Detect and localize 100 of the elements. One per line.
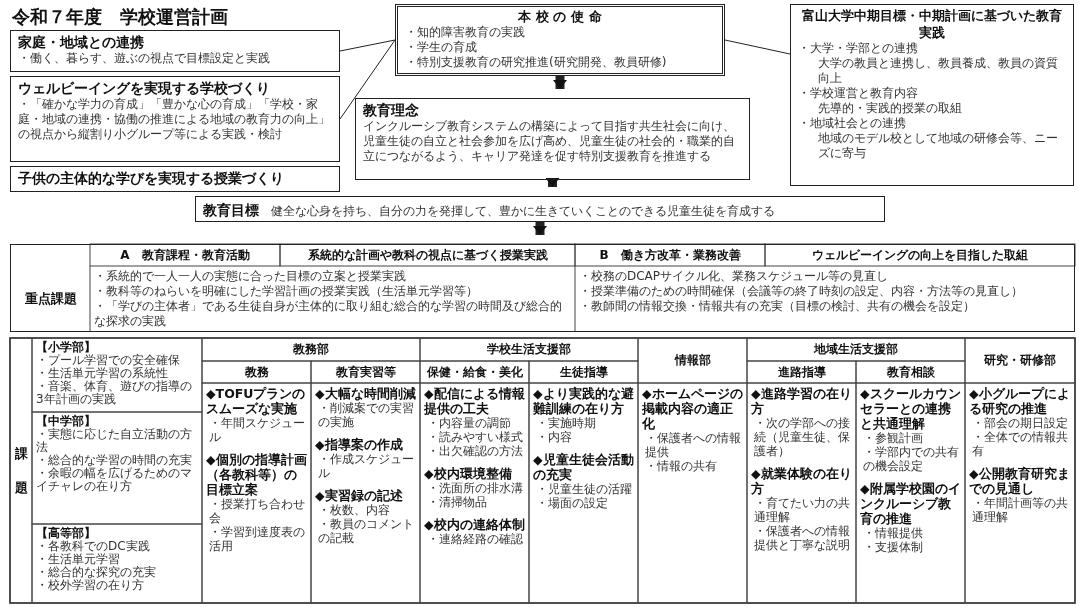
body-text: ・学生の育成	[405, 40, 478, 55]
text-box	[10, 76, 340, 162]
connector-line	[339, 39, 396, 52]
item-heading: ◆校内の連絡体制	[424, 517, 525, 532]
bullet-text: ・教科等のねらいを明確にした学習計画の授業実践（生活単元学習等）	[94, 284, 479, 299]
column-header: A 教育課程・教育活動	[120, 246, 250, 264]
bullet-text: ・授業準備のための時間確保（会議等の終了時刻の設定、内容・方法等の見直し）	[579, 284, 1024, 299]
bullet-text: ・学部内での共有の機会設定	[862, 445, 960, 473]
box-heading: 富山大学中期目標・中期計画に基づいた教育実践	[801, 7, 1063, 41]
bullet-text: ・授業打ち合わせ会	[208, 497, 306, 525]
box-heading: 教育理念	[363, 101, 420, 119]
bullet-text: ・生活単元学習の系統性	[36, 367, 169, 380]
item-heading: ◆児童生徒会活動の充実	[533, 452, 634, 482]
bullet-text: ・情報の共有	[644, 459, 718, 473]
box-heading: 家庭・地域との連携	[18, 33, 145, 51]
bullet-text: ・「学びの主体者」である生徒自身が主体的に取り組む総合的な学習の時間及び総合的な探求の実践	[94, 299, 563, 329]
item-heading: ◆進路学習の在り方	[751, 386, 852, 416]
bullet-text: ・枚数、内容	[317, 503, 391, 517]
bullet-text: ・部会の期日設定	[971, 416, 1069, 430]
bullet-text: ・各教科でのDC実践	[36, 540, 151, 553]
column-header: 研究・研修部	[984, 352, 1056, 369]
bullet-text: ・保護者への情報提供と丁寧な説明	[753, 524, 851, 552]
item-heading: ◆TOFUプランのスムーズな実施	[206, 386, 307, 416]
box-heading: ウェルビーイングを実現する学校づくり	[18, 79, 271, 97]
item-heading: ◆小グループによる研究の推進	[969, 386, 1071, 416]
group-heading: 【高等部】	[36, 527, 97, 540]
bullet-text: ・校務のDCAPサイクル化、業務スケジュール等の見直し	[579, 269, 890, 284]
bullet-text: ・削減案での実習の実施	[317, 401, 415, 429]
column-header: 教務部	[293, 341, 329, 358]
body-text: ・知的障害教育の実践	[405, 25, 526, 40]
column-header: 教育実習等	[335, 363, 396, 381]
bullet-text: ・教員のコメントの記載	[317, 517, 415, 545]
bullet-text: ・総合的な学習の時間の充実	[36, 454, 193, 467]
bullet-text: ・実態に応じた自立活動の方法	[36, 428, 193, 454]
bullet-text: ・支援体制	[862, 540, 924, 554]
bullet-text: ・次の学部への接続（児童生徒、保護者）	[753, 416, 851, 458]
column-header: 進路指導	[777, 363, 826, 381]
body-text: ・大学・学部との連携	[798, 41, 919, 56]
connector-line	[339, 39, 396, 120]
bullet-text: ・連絡経路の確認	[426, 532, 524, 546]
bullet-text: ・内容量の調節	[426, 416, 512, 430]
item-heading: ◆配信による情報提供の工夫	[424, 386, 525, 416]
body-text: 大学の教員と連携し、教員養成、教員の資質向上	[817, 56, 1059, 86]
bullet-text: ・余暇の幅を広げるためのマイチャレの在り方	[36, 467, 193, 493]
text-box	[10, 30, 340, 72]
bullet-text: ・出欠確認の方法	[426, 444, 524, 458]
column-header: B 働き方改革・業務改善	[599, 246, 741, 264]
table-panel	[10, 244, 1075, 332]
bullet-text: ・保護者への情報提供	[644, 431, 742, 459]
bullet-text: ・実施時期	[535, 416, 597, 430]
item-heading: ◆スクールカウンセラーとの連携と共通理解	[860, 386, 961, 431]
bullet-text: ・校外学習の在り方	[36, 579, 144, 592]
item-heading: ◆附属学校園のインクルーシブ教育の推進	[860, 481, 961, 526]
mission-box	[395, 4, 725, 76]
body-text: 先導的・実践的授業の取組	[817, 101, 963, 116]
text-box	[10, 166, 340, 192]
group-heading: 【小学部】	[36, 341, 97, 354]
bullet-text: ・読みやすい様式	[426, 430, 524, 444]
group-heading: 【中学部】	[36, 415, 97, 428]
item-heading: ◆大幅な時間削減	[315, 386, 416, 401]
body-text: ・「確かな学力の育成」「豊かな心の育成」「学校・家庭・地域の連携・協働の推進による地域の教育力の向上」の視点から縦割り小グループ等による実践・検討	[18, 97, 331, 142]
bullet-text: ・洗面所の排水溝	[426, 481, 524, 495]
body-text: ・地域社会との連携	[798, 116, 907, 131]
column-header: 情報部	[674, 352, 711, 369]
body-text: ・学校運営と教育内容	[798, 86, 919, 101]
bullet-text: ・学習到達度表の活用	[208, 525, 306, 553]
bullet-text: ・参観計画	[862, 431, 924, 445]
column-header: 地域生活支援部	[814, 341, 898, 358]
item-heading: ◆個別の指導計画（各教科等）の目標立案	[206, 452, 307, 497]
text-box	[790, 4, 1074, 186]
column-header: ウェルビーイングの向上を目指した取組	[812, 246, 1028, 264]
column-header: 系統的な計画や教科の視点に基づく授業実践	[307, 246, 548, 264]
bullet-text: ・教師間の情報交換・情報共有の充実（目標の検討、共有の機会を設定）	[579, 299, 976, 314]
page-title: 令和７年度 学校運営計画	[12, 5, 228, 29]
box-heading: 子供の主体的な学びを実現する授業づくり	[18, 169, 285, 187]
item-heading: ◆より実践的な避難訓練の在り方	[533, 386, 634, 416]
bullet-text: ・音楽、体育、遊びの指導の3年計画の実践	[36, 380, 193, 406]
bullet-text: ・生活単元学習	[36, 553, 120, 566]
column-header: 教育相談	[886, 363, 935, 381]
connector-line	[724, 39, 791, 55]
bullet-text: ・プール学習での安全確保	[36, 354, 181, 367]
bullet-text: ・場面の設定	[535, 496, 609, 510]
bullet-text: ・総合的な探究の充実	[36, 566, 157, 579]
arrow	[553, 76, 567, 89]
bullet-text: ・内容	[535, 430, 573, 444]
item-heading: ◆指導案の作成	[315, 437, 404, 452]
bullet-text: ・作成スケジュール	[317, 452, 415, 480]
item-heading: ◆公開教育研究までの見通し	[969, 466, 1071, 496]
arrow	[533, 222, 547, 235]
bullet-text: ・児童生徒の活躍	[535, 482, 633, 496]
item-heading: ◆就業体験の在り方	[751, 466, 852, 496]
column-header: 生徒指導	[559, 363, 608, 381]
item-heading: ◆ホームページの掲載内容の適正化	[642, 386, 743, 431]
text-box	[355, 98, 750, 180]
column-header: 教務	[244, 363, 269, 381]
bullet-text: ・系統的で一人一人の実態に合った目標の立案と授業実践	[94, 269, 407, 284]
goal-box	[195, 196, 885, 222]
column-header: 保健・給食・美化	[426, 363, 523, 381]
row-header: 課題	[14, 444, 28, 497]
body-text: 地域のモデル校として地域の研修会等、ニーズに寄与	[817, 131, 1059, 161]
